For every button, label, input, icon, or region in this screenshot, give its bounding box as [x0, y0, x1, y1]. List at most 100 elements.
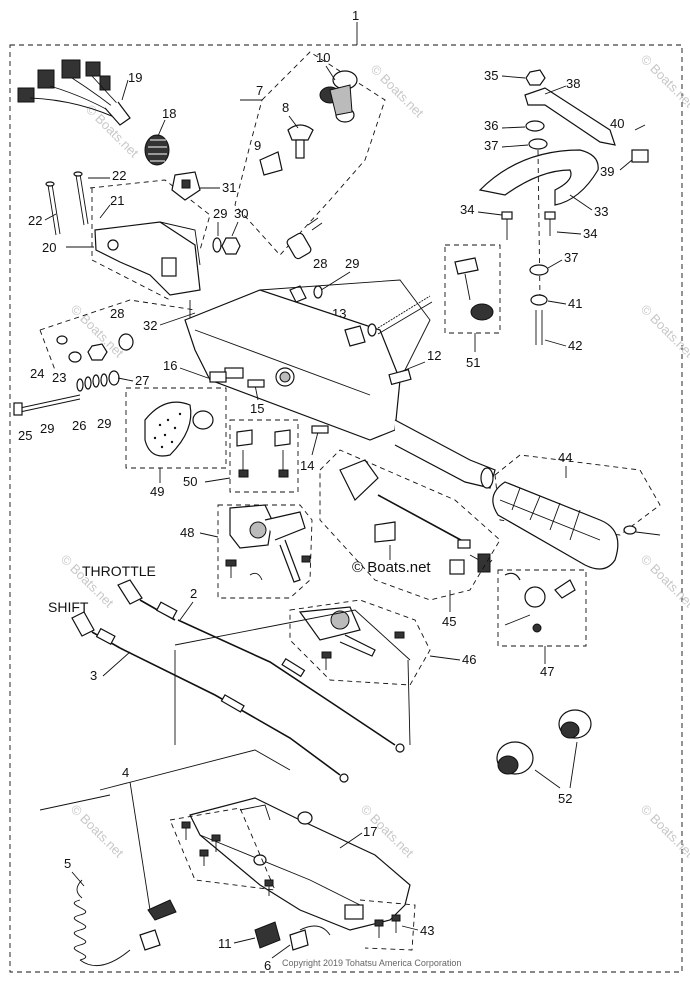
shift-cable-3	[71, 611, 349, 783]
bracket-20	[94, 221, 201, 296]
watermark: © Boats.net	[68, 802, 127, 861]
callout-8: 8	[282, 100, 289, 115]
callout-25: 25	[18, 428, 32, 443]
lower-bracket-17	[189, 797, 411, 931]
callout-9: 9	[254, 138, 261, 153]
block-39	[631, 149, 649, 163]
callout-22: 22	[28, 213, 42, 228]
sensor-51	[454, 257, 494, 321]
callout-42: 42	[568, 338, 582, 353]
screws-17	[181, 821, 401, 938]
grip-cap-49	[144, 401, 214, 457]
brackets-50	[236, 429, 291, 478]
shift-label: SHIFT	[48, 599, 89, 615]
throttle-label: THROTTLE	[82, 563, 156, 579]
washer-37	[528, 138, 548, 150]
stud-42	[535, 310, 543, 345]
lanyard-5	[73, 879, 177, 967]
callout-17: 17	[363, 824, 377, 839]
stud-bolts	[45, 171, 89, 236]
mechanism-48	[225, 504, 311, 583]
tiller-handle-body	[184, 279, 496, 489]
callout-35: 35	[484, 68, 498, 83]
grip-44	[492, 481, 661, 570]
fasteners-left	[13, 333, 134, 416]
callout-32: 32	[143, 318, 157, 333]
callout-16: 16	[163, 358, 177, 373]
callout-15: 15	[250, 401, 264, 416]
caps-52	[496, 709, 592, 775]
callout-21: 21	[110, 193, 124, 208]
callout-11: 11	[218, 936, 232, 951]
washer-36	[525, 120, 545, 132]
callout-40: 40	[610, 116, 624, 131]
callout-14: 14	[300, 458, 314, 473]
callout-29: 29	[345, 256, 359, 271]
switch-11	[254, 921, 331, 951]
lever-33	[478, 149, 599, 206]
callout-52: 52	[558, 791, 572, 806]
grommet-18	[144, 134, 170, 166]
bolt-34	[501, 211, 556, 240]
clip-31	[171, 171, 201, 201]
callout-29: 29	[97, 416, 111, 431]
throttle-shaft	[339, 459, 521, 581]
callout-48: 48	[180, 525, 194, 540]
callout-28: 28	[313, 256, 327, 271]
callout-23: 23	[52, 370, 66, 385]
plate-38	[524, 87, 616, 146]
switch-28	[286, 217, 323, 260]
callout-37: 37	[484, 138, 498, 153]
shift-mechanism-46	[298, 606, 405, 670]
bushing-28	[344, 325, 366, 347]
callout-10: 10	[316, 50, 330, 65]
callout-46: 46	[462, 652, 476, 667]
callout-20: 20	[42, 240, 56, 255]
nut-30	[221, 237, 241, 255]
callout-18: 18	[162, 106, 176, 121]
callout-29: 29	[213, 206, 227, 221]
callout-43: 43	[420, 923, 434, 938]
callout-51: 51	[466, 355, 480, 370]
callout-1: 1	[352, 8, 359, 23]
callout-34: 34	[583, 226, 597, 241]
switch-10	[319, 70, 358, 123]
callout-38: 38	[566, 76, 580, 91]
callout-22: 22	[112, 168, 126, 183]
callout-6: 6	[264, 958, 271, 973]
callout-7: 7	[256, 83, 263, 98]
callout-45: 45	[442, 614, 456, 629]
key-8	[287, 124, 314, 159]
callout-34: 34	[460, 202, 474, 217]
nut-35	[525, 69, 546, 86]
callout-39: 39	[600, 164, 614, 179]
callout-30: 30	[234, 206, 248, 221]
wire-harness	[17, 59, 131, 126]
callout-12: 12	[427, 348, 441, 363]
callout-36: 36	[484, 118, 498, 133]
callout-19: 19	[128, 70, 142, 85]
callout-33: 33	[594, 204, 608, 219]
callout-26: 26	[72, 418, 86, 433]
callout-4: 4	[122, 765, 129, 780]
callout-3: 3	[90, 668, 97, 683]
callout-47: 47	[540, 664, 554, 679]
watermark-center: © Boats.net	[352, 559, 431, 576]
callout-37: 37	[564, 250, 578, 265]
callout-5: 5	[64, 856, 71, 871]
knob-9	[259, 151, 283, 176]
throttle-cable-2	[117, 579, 405, 753]
washer-29	[212, 237, 222, 253]
watermark: © Boats.net	[368, 62, 427, 121]
callout-44: 44	[558, 450, 572, 465]
callout-41: 41	[568, 296, 582, 311]
copyright-text: Copyright 2019 Tohatsu America Corporati…	[282, 958, 461, 968]
callout-2: 2	[190, 586, 197, 601]
clamp-47	[504, 579, 576, 633]
callout-24: 24	[30, 366, 44, 381]
callout-31: 31	[222, 180, 236, 195]
callout-27: 27	[135, 373, 149, 388]
assembly-frame	[9, 44, 683, 973]
callout-50: 50	[183, 474, 197, 489]
